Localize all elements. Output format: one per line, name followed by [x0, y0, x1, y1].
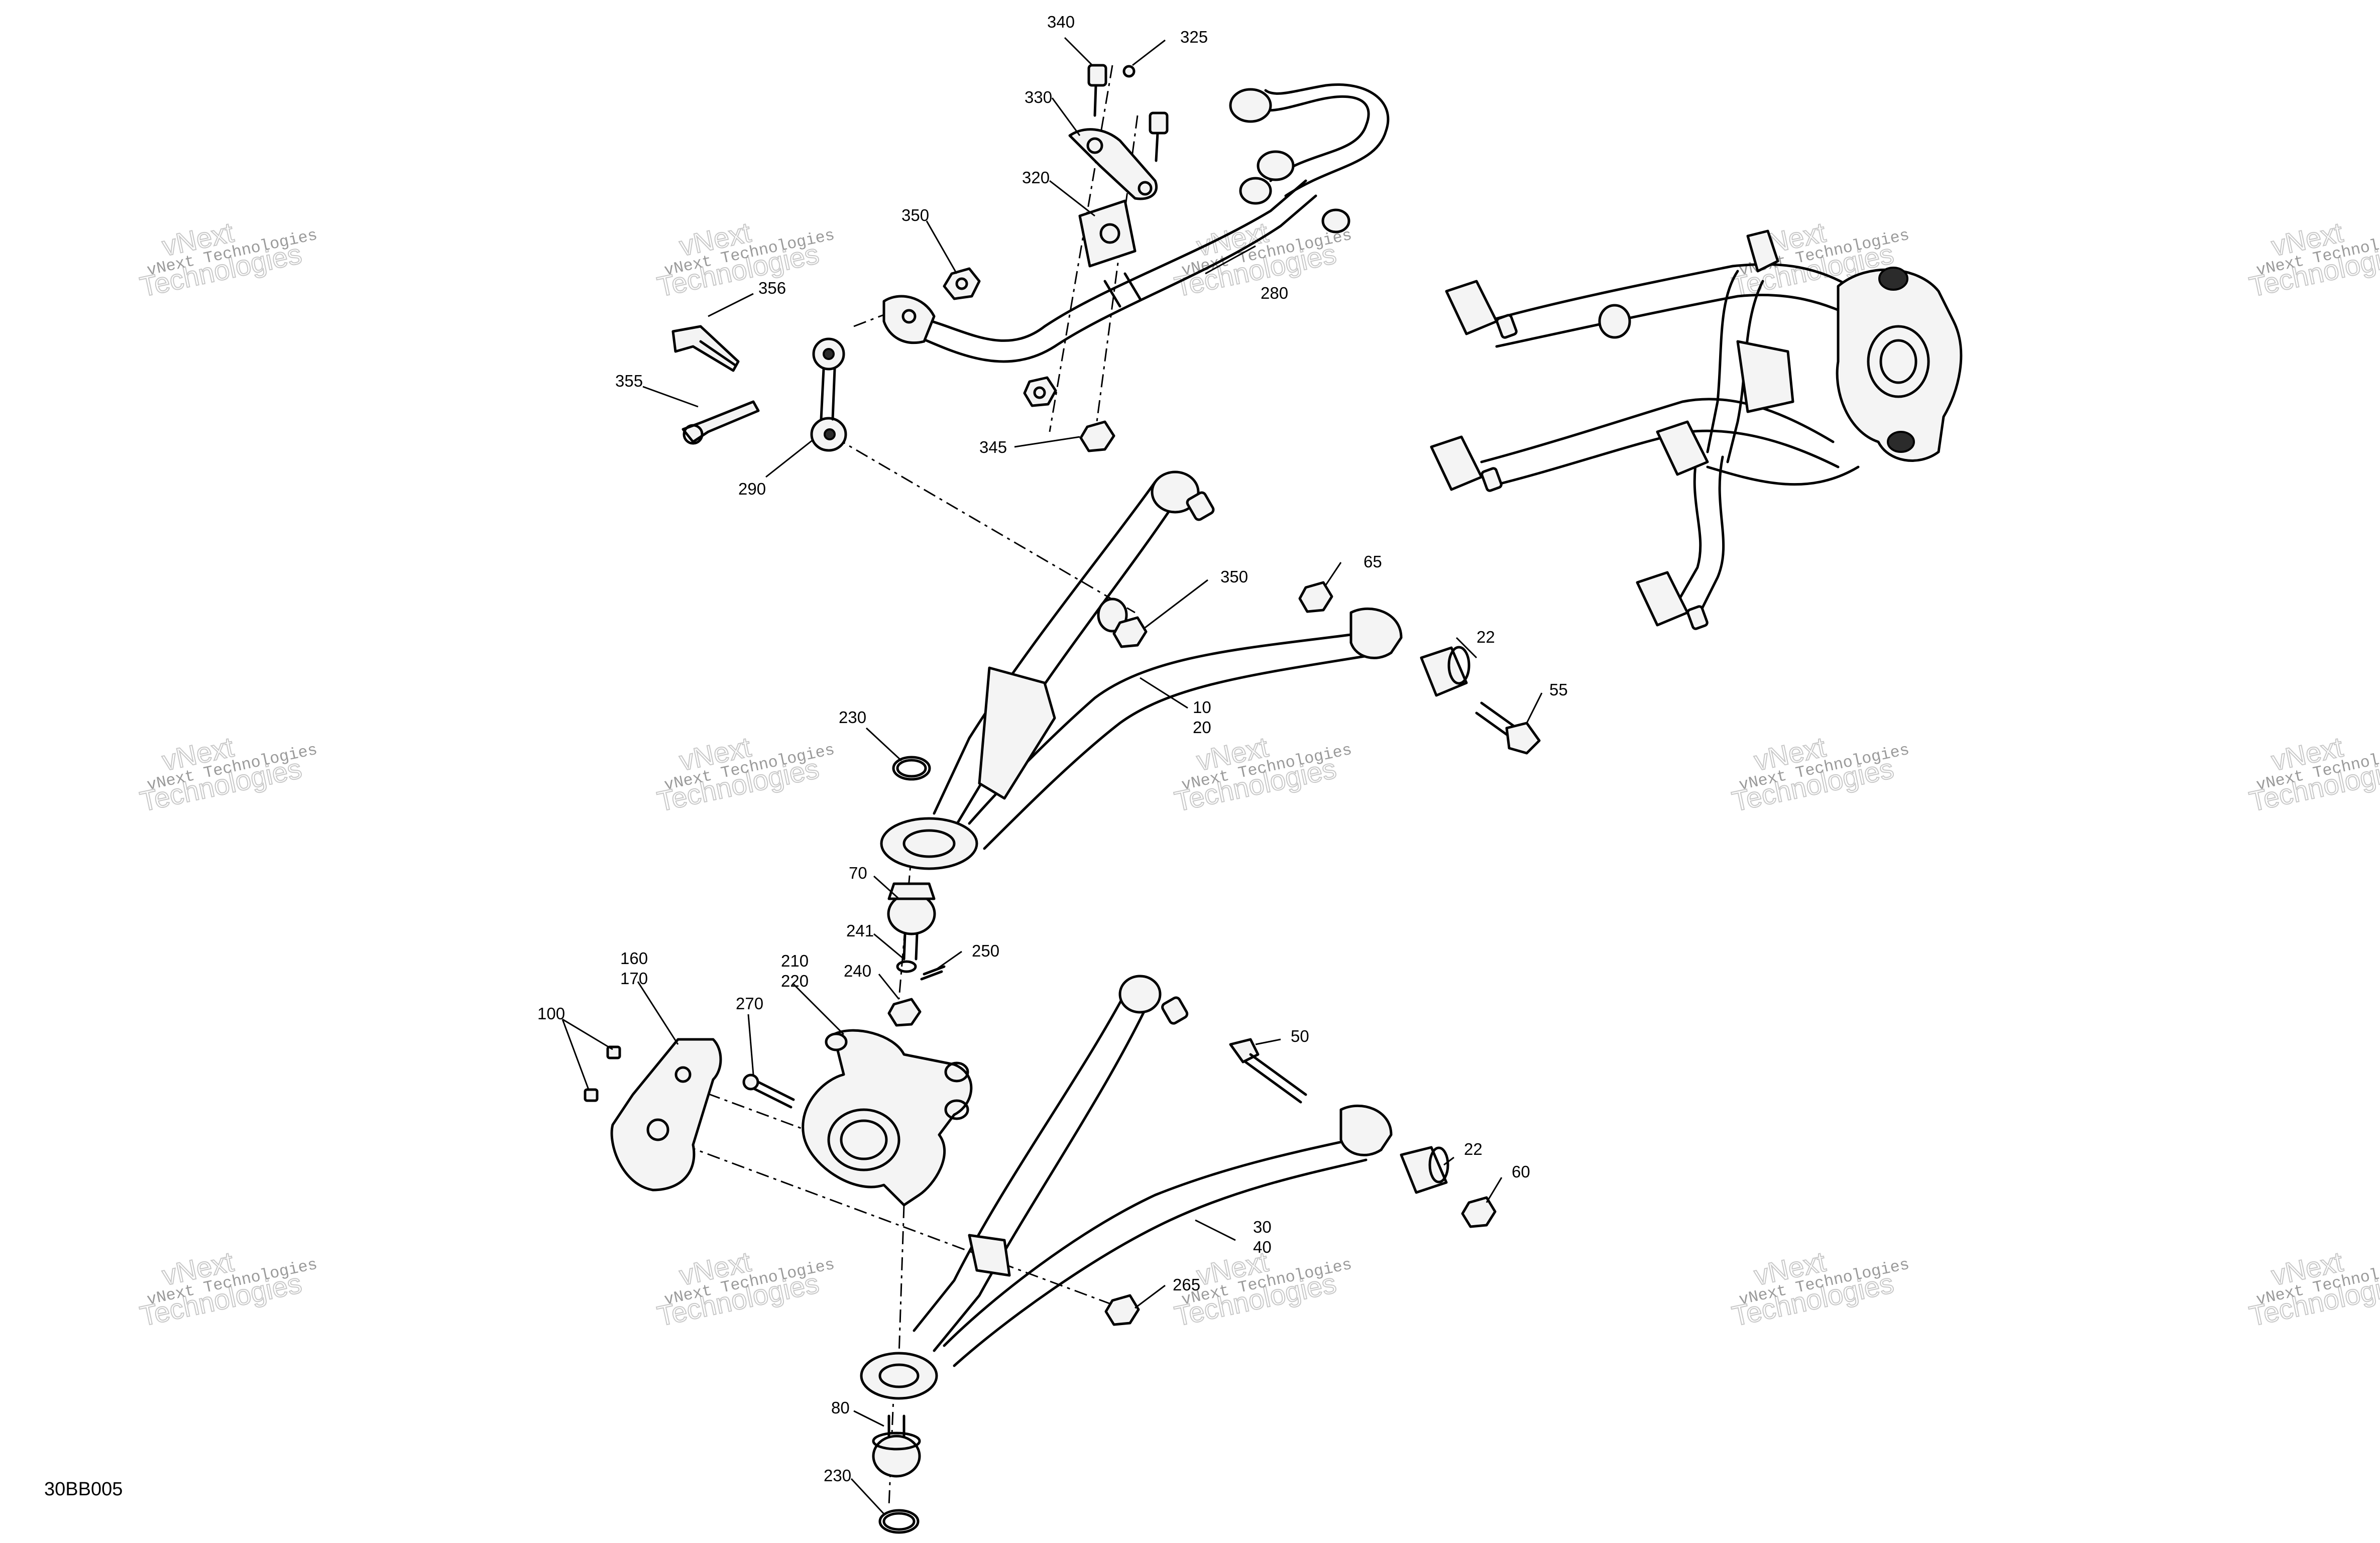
bushing-22-lower	[1400, 1146, 1449, 1194]
bushing-22-upper	[1420, 646, 1470, 697]
nut-350-top	[943, 267, 981, 300]
callout-labels: 340 325 330 320 350 356 355 290 345 280 …	[537, 13, 1568, 1485]
callout-70: 70	[849, 864, 867, 882]
callout-241: 241	[846, 921, 874, 940]
callout-270: 270	[736, 994, 763, 1013]
callout-350-top: 350	[901, 206, 929, 224]
bolt-270	[742, 1074, 795, 1109]
ball-joint-80	[872, 1414, 921, 1478]
callout-250: 250	[972, 941, 999, 960]
screws-100	[584, 1045, 621, 1102]
bolt-50	[1229, 1038, 1307, 1104]
bushing-and-bracket	[1068, 64, 1169, 268]
bolt-55	[1475, 701, 1541, 755]
cotter-pin-250	[920, 965, 946, 981]
callout-22-upper: 22	[1477, 628, 1495, 646]
callout-40: 40	[1253, 1238, 1272, 1256]
circlip-230-bottom	[878, 1509, 920, 1534]
callout-240: 240	[844, 962, 871, 980]
upper-a-arm	[880, 470, 1403, 870]
figure-code: 30BB005	[44, 1479, 123, 1500]
link-rod	[810, 337, 847, 452]
callout-20: 20	[1193, 718, 1211, 737]
callout-55: 55	[1549, 680, 1568, 699]
callout-170: 170	[620, 969, 648, 988]
shield-plate	[610, 1038, 722, 1192]
callout-22-lower: 22	[1464, 1140, 1483, 1158]
bolt-356	[671, 325, 740, 372]
nut-265	[1104, 1294, 1140, 1326]
stabilizer-bar	[882, 83, 1390, 363]
callout-65: 65	[1364, 552, 1382, 571]
callout-350-lower: 350	[1220, 567, 1248, 586]
callout-340: 340	[1047, 13, 1075, 31]
bolt-355	[682, 400, 760, 445]
callout-80: 80	[831, 1398, 850, 1417]
callout-160: 160	[620, 949, 648, 968]
callout-290: 290	[738, 480, 766, 498]
washer-and-nut	[887, 960, 922, 1027]
callout-355: 355	[615, 372, 643, 390]
callout-50: 50	[1291, 1027, 1309, 1045]
callout-10: 10	[1193, 698, 1211, 717]
callout-356: 356	[758, 279, 786, 297]
callout-330: 330	[1025, 88, 1052, 106]
callout-325: 325	[1180, 28, 1208, 46]
callout-220: 220	[781, 972, 809, 990]
callout-210: 210	[781, 952, 809, 970]
callout-345: 345	[979, 438, 1007, 456]
nut-60	[1461, 1196, 1497, 1228]
knuckle	[802, 1029, 973, 1207]
leader-lines	[561, 37, 1543, 1515]
lower-a-arm	[860, 975, 1393, 1400]
nut-350-lower	[1112, 616, 1148, 648]
nut-345-lower	[1079, 420, 1115, 452]
nut-345	[1023, 376, 1057, 407]
callout-230-top: 230	[839, 708, 866, 727]
circlip-230-top	[892, 756, 931, 781]
callout-30: 30	[1253, 1218, 1272, 1236]
ball-joint-70	[887, 882, 936, 961]
callout-60: 60	[1512, 1162, 1530, 1181]
nut-65	[1298, 581, 1333, 613]
callout-280: 280	[1261, 284, 1288, 302]
callout-100: 100	[537, 1004, 565, 1023]
callout-265: 265	[1173, 1275, 1200, 1294]
callout-320: 320	[1022, 168, 1050, 187]
assembled-view	[1430, 229, 1963, 630]
callout-230-bottom: 230	[824, 1466, 851, 1485]
